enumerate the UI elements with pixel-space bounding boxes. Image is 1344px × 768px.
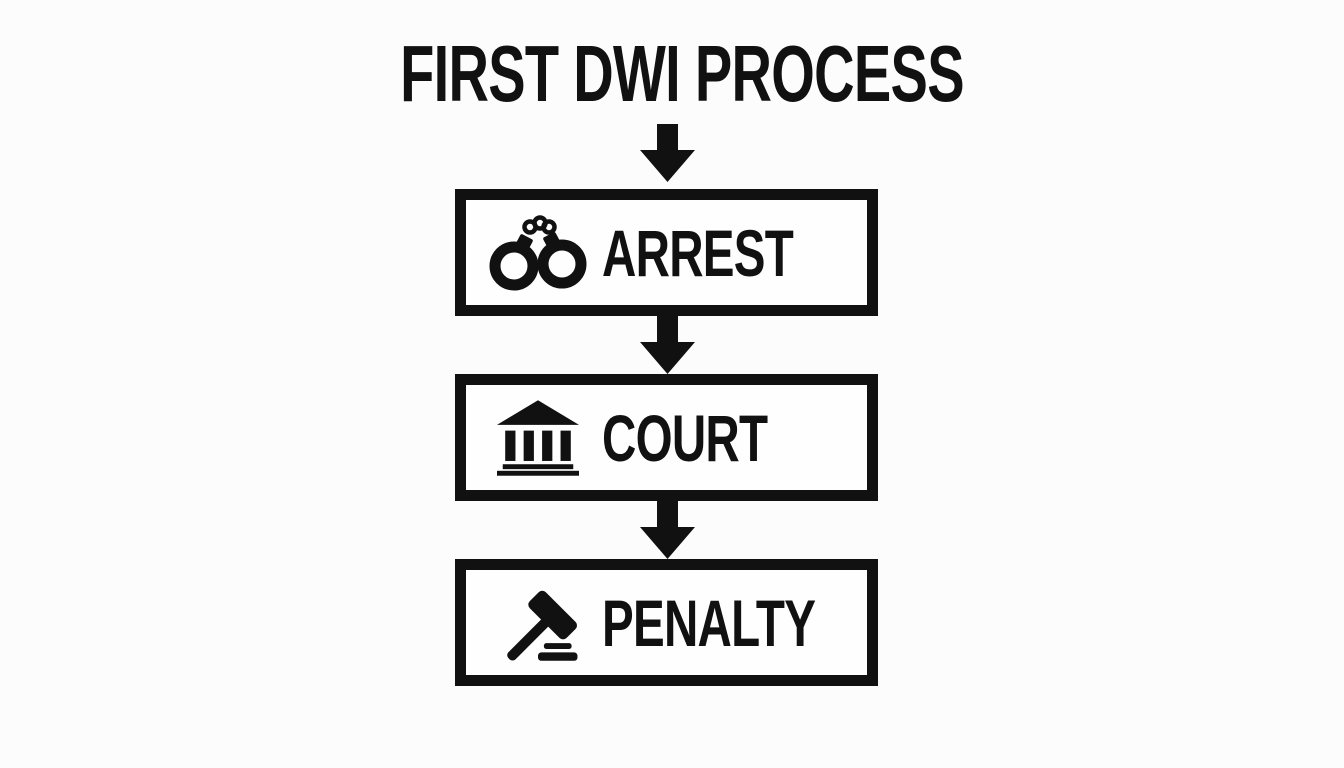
arrow-down-icon bbox=[640, 316, 695, 374]
step-icon-slot bbox=[484, 388, 592, 488]
step-box-arrest: ARREST bbox=[455, 189, 878, 316]
page-title-text: FIRST DWI PROCESS bbox=[400, 29, 964, 118]
page-title: FIRST DWI PROCESS bbox=[279, 34, 1084, 114]
arrow-down-icon bbox=[640, 501, 695, 559]
step-box-court: COURT bbox=[455, 374, 878, 501]
step-icon-slot bbox=[484, 573, 592, 673]
step-label: COURT bbox=[602, 400, 768, 475]
courthouse-icon bbox=[497, 399, 579, 476]
gavel-icon bbox=[507, 590, 578, 661]
step-label: ARREST bbox=[602, 215, 794, 290]
handcuffs-icon bbox=[489, 214, 587, 290]
arrow-down-icon bbox=[640, 124, 695, 182]
step-label: PENALTY bbox=[602, 585, 816, 660]
step-icon-slot bbox=[484, 203, 592, 303]
step-box-penalty: PENALTY bbox=[455, 559, 878, 686]
